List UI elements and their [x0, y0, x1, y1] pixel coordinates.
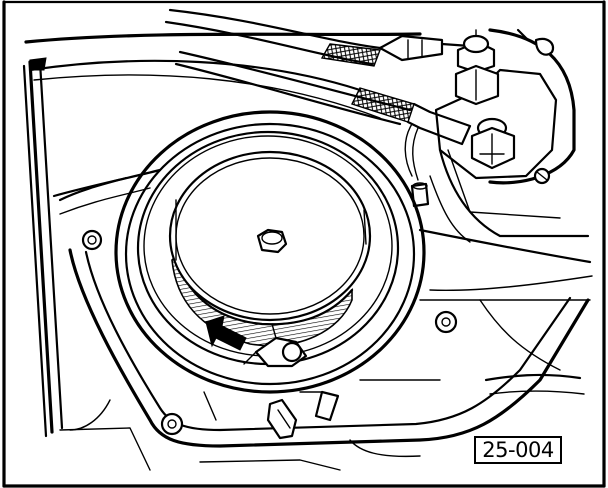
motor-connector: [243, 323, 308, 368]
terminal-cluster: [429, 28, 590, 243]
mounting-screw-bottom: [160, 412, 184, 436]
mounting-plate: [58, 176, 593, 471]
indicator-arrow: [205, 315, 247, 351]
upper-body-panel: [24, 32, 422, 215]
mounting-screw-left: [81, 229, 103, 251]
center-nut: [256, 228, 288, 254]
wiring-harness: [164, 8, 472, 181]
body-pillar: [22, 57, 64, 438]
lower-bracket: [203, 390, 340, 440]
motor-housing: [114, 110, 426, 394]
right-side-panel: [359, 373, 585, 395]
mounting-screw-right: [434, 310, 458, 334]
figure-label: 25-004: [474, 436, 562, 464]
